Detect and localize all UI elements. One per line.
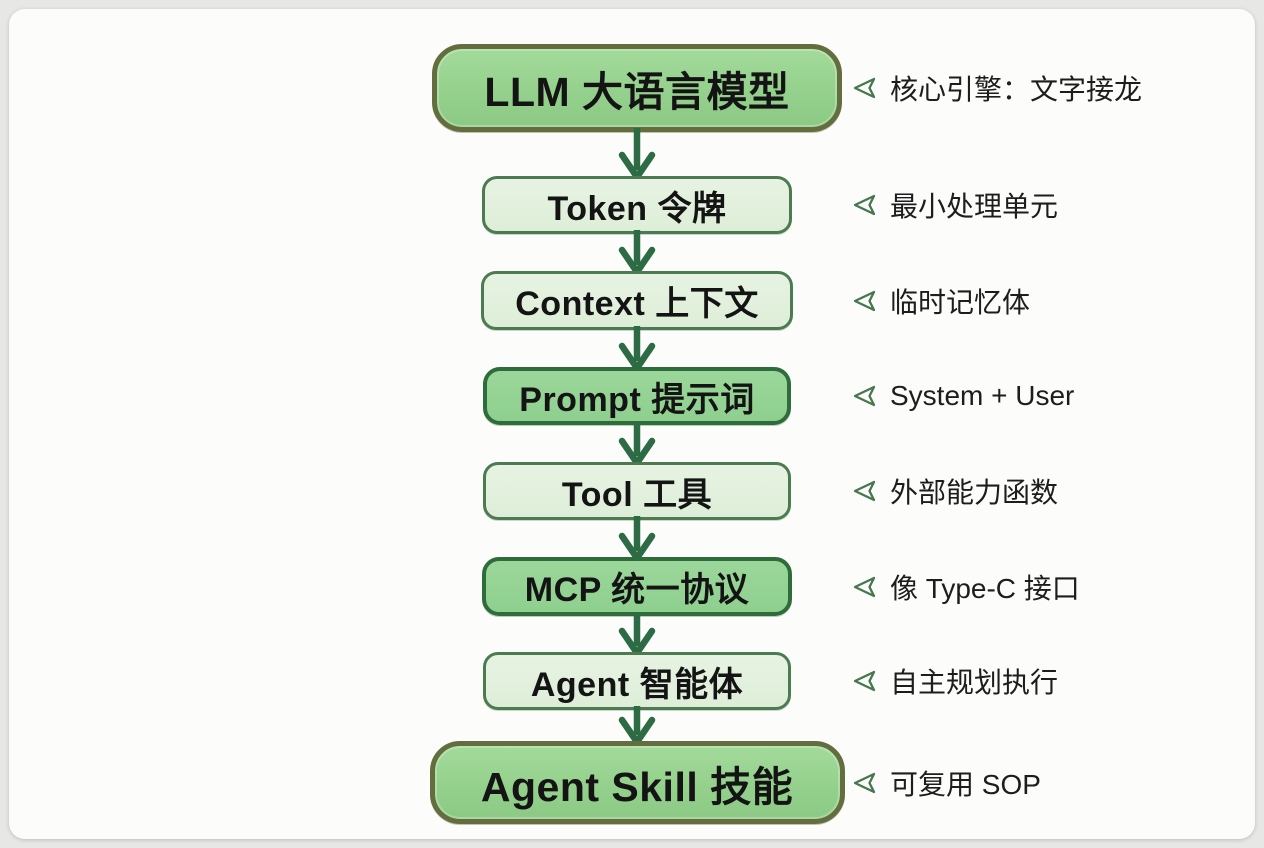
flow-node-tool: Tool 工具 (483, 462, 791, 520)
flow-node-note-agent: 自主规划执行 (853, 652, 1058, 710)
flow-node-label: LLM 大语言模型 (484, 69, 790, 115)
down-arrow-icon (618, 230, 656, 275)
flow-node-mcp: MCP 统一协议 (482, 557, 792, 616)
down-arrow-icon (618, 612, 656, 656)
flow-node-note-llm: 核心引擎：文字接龙 (853, 44, 1142, 132)
note-text: 临时记忆体 (890, 286, 1031, 318)
flow-node-agent_skill: Agent Skill 技能 (429, 741, 845, 824)
flow-node-label: Agent Skill 技能 (480, 763, 794, 810)
flow-node-note-context: 临时记忆体 (853, 271, 1030, 330)
flow-node-agent: Agent 智能体 (483, 652, 791, 710)
left-triangle-marker-icon (853, 290, 876, 311)
note-text: System + User (890, 380, 1075, 411)
note-text: 外部能力函数 (890, 477, 1059, 508)
flow-node-prompt: Prompt 提示词 (483, 367, 791, 425)
flow-node-note-mcp: 像 Type-C 接口 (853, 557, 1080, 616)
note-text: 最小处理单元 (890, 191, 1059, 222)
down-arrow-icon (618, 421, 656, 466)
left-triangle-marker-icon (853, 480, 876, 502)
flow-node-note-agent_skill: 可复用 SOP (853, 741, 1041, 824)
flow-node-label: Agent 智能体 (530, 665, 744, 704)
left-triangle-marker-icon (853, 670, 876, 692)
flow-node-label: Prompt 提示词 (519, 380, 755, 419)
down-arrow-icon (618, 516, 656, 561)
note-text: 核心引擎：文字接龙 (890, 74, 1143, 105)
left-triangle-marker-icon (853, 772, 876, 793)
flow-node-llm: LLM 大语言模型 (432, 44, 842, 132)
left-triangle-marker-icon (853, 576, 876, 597)
left-triangle-marker-icon (853, 77, 876, 99)
down-arrow-icon (618, 128, 656, 180)
note-text: 自主规划执行 (890, 667, 1059, 698)
flow-node-note-token: 最小处理单元 (853, 176, 1058, 234)
flow-node-label: Token 令牌 (547, 189, 727, 228)
flow-node-token: Token 令牌 (482, 176, 792, 234)
flow-node-note-tool: 外部能力函数 (853, 462, 1058, 520)
down-arrow-icon (618, 706, 656, 745)
flow-node-label: MCP 统一协议 (524, 571, 750, 609)
down-arrow-icon (618, 326, 656, 371)
left-triangle-marker-icon (853, 385, 876, 407)
flow-node-label: Tool 工具 (561, 475, 713, 514)
left-triangle-marker-icon (853, 194, 876, 216)
flow-node-label: Context 上下文 (515, 285, 759, 323)
note-text: 可复用 SOP (890, 768, 1041, 800)
note-text: 像 Type-C 接口 (890, 572, 1080, 604)
flow-node-note-prompt: System + User (853, 367, 1074, 425)
flow-node-context: Context 上下文 (481, 271, 793, 330)
